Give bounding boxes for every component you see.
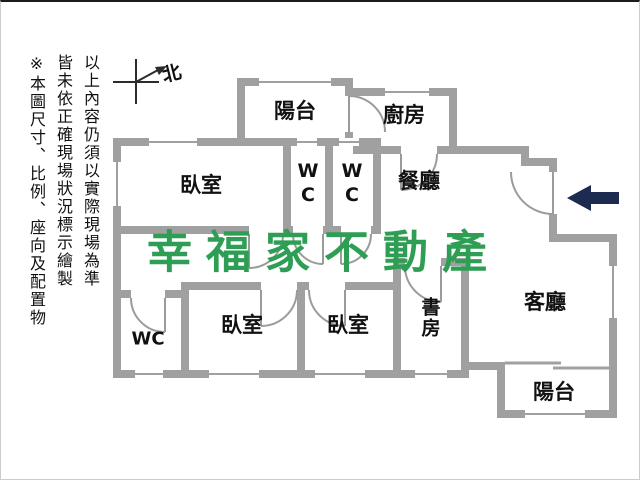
wall-segment: [113, 138, 121, 162]
wall-segment: [165, 290, 189, 298]
wall-segment: [113, 290, 131, 298]
room-label-study: 書房: [418, 297, 441, 339]
wall-segment: [181, 282, 261, 290]
wall-segment: [297, 282, 309, 290]
wall-segment: [449, 88, 457, 154]
wall-segment: [237, 78, 245, 138]
disclaimer-column-2: 皆未依正確現場狀況標示繪製: [54, 54, 73, 288]
door-balcony-kitchen: [348, 95, 386, 133]
wall-segment: [345, 132, 353, 138]
wall-segment: [345, 78, 353, 96]
wall-segment: [497, 362, 505, 418]
room-label-wc-upper-right: WC: [341, 160, 363, 208]
wall-segment: [345, 282, 401, 290]
compass-arrowhead-icon: [155, 66, 167, 75]
room-label-kitchen: 廚房: [383, 103, 425, 127]
disclaimer-column-1: ※本圖尺寸、比例、座向及配置物: [27, 54, 46, 327]
wall-segment: [181, 290, 189, 378]
wall-segment: [197, 138, 297, 146]
wall-segment: [521, 158, 557, 166]
wall-segment: [113, 370, 135, 378]
door-wc-lower: [130, 297, 166, 333]
door-swings: [130, 95, 554, 333]
sliding-door-lines: [505, 361, 609, 370]
room-label-balcony-bottom: 陽台: [533, 380, 575, 404]
wall-segment: [549, 166, 557, 172]
door-bedroom-lower-left: [260, 289, 298, 327]
wall-segment: [549, 234, 617, 242]
wall-segment: [585, 410, 617, 418]
room-label-wc-lower: WC: [131, 328, 165, 350]
room-label-dining: 餐廳: [398, 169, 440, 193]
entry-arrow-icon: [567, 185, 619, 211]
wall-segment: [353, 88, 385, 96]
wall-segment: [297, 282, 305, 378]
wall-segment: [259, 370, 315, 378]
room-label-wc-upper-left: WC: [297, 160, 319, 208]
compass-cross-lines: [113, 59, 159, 104]
room-label-bedroom-upper: 臥室: [180, 173, 222, 197]
north-label: 北: [160, 61, 184, 87]
wall-segment: [447, 370, 469, 378]
wall-segment: [365, 370, 415, 378]
door-entry: [510, 171, 554, 215]
disclaimer-column-3: 以上內容仍須以實際現場為準: [81, 54, 100, 288]
disclaimer-text: ※本圖尺寸、比例、座向及配置物 皆未依正確現場狀況標示繪製 以上內容仍須以實際現…: [25, 54, 101, 327]
wall-segment: [609, 318, 617, 370]
room-label-balcony-top: 陽台: [274, 99, 316, 123]
wall-segment: [609, 242, 617, 266]
room-label-bedroom-lower-mid: 臥室: [327, 313, 369, 337]
north-compass: 北: [113, 59, 184, 104]
room-label-bedroom-lower-left: 臥室: [221, 313, 263, 337]
room-label-living: 客廳: [524, 290, 566, 314]
agency-watermark: 幸福家不動產: [146, 225, 502, 279]
wall-segment: [437, 146, 529, 154]
